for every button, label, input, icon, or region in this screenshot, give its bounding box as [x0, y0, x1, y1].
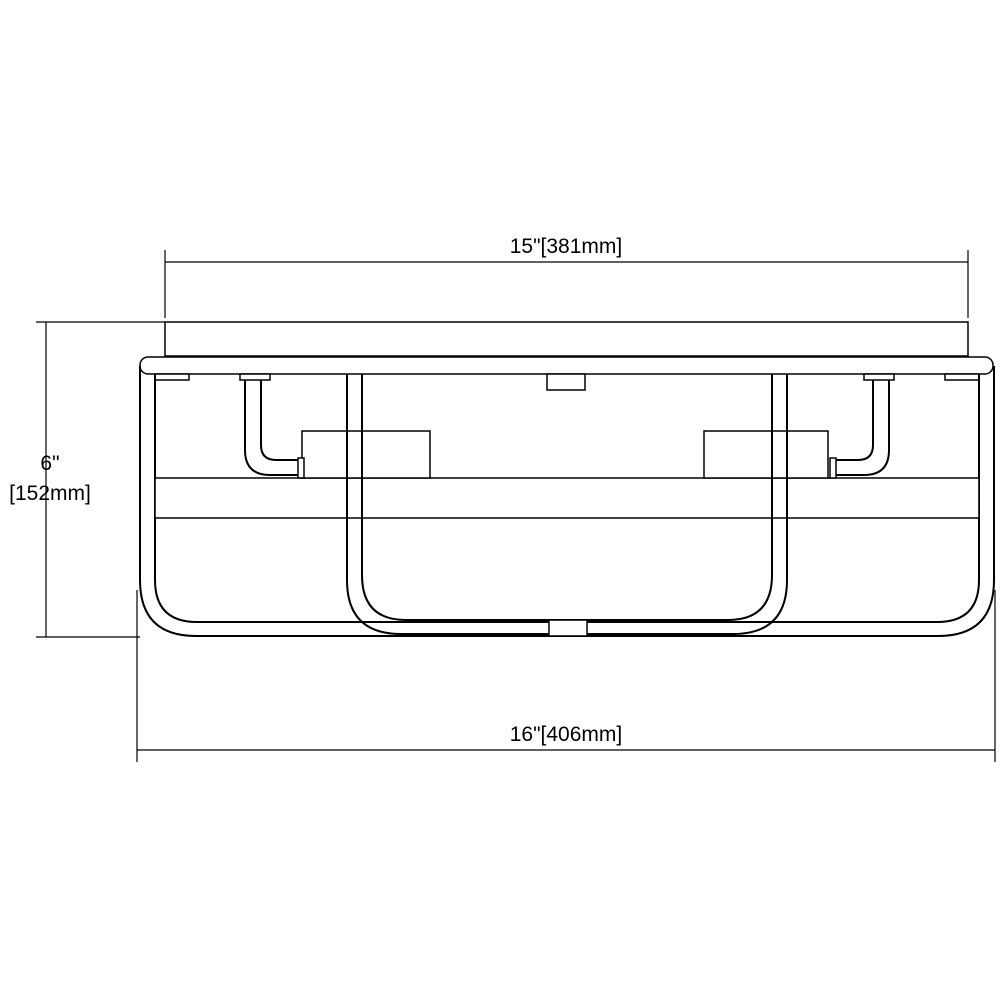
top-width-dimension: 15"[381mm] [164, 235, 969, 318]
pad-right-outer [944, 373, 980, 381]
height-inches-label: 6" [40, 452, 59, 475]
top-width-label: 15"[381mm] [510, 235, 623, 258]
arm-left-outer [244, 380, 298, 476]
bottom-center-post [548, 619, 588, 637]
bottom-width-dimension: 16"[406mm] [136, 590, 996, 762]
arm-cap-left [239, 373, 271, 381]
arm-left-inner [260, 380, 298, 461]
horizontal-band [154, 477, 980, 519]
height-mm-label: [152mm] [9, 482, 91, 505]
socket-box-right [703, 430, 829, 479]
socket-box-left [301, 430, 431, 479]
arm-cap-right [863, 373, 895, 381]
top-bar [139, 356, 994, 375]
arm-left-socket [297, 457, 305, 479]
arm-right-outer [836, 380, 890, 476]
center-mount [546, 373, 586, 391]
height-dimension: 6" [152mm] [9, 321, 165, 638]
canopy-plate [164, 321, 969, 357]
bottom-width-label: 16"[406mm] [510, 723, 623, 746]
pad-left-outer [154, 373, 190, 381]
arm-right-socket [829, 457, 837, 479]
arm-right-inner [836, 380, 874, 461]
light-fixture [139, 321, 995, 637]
